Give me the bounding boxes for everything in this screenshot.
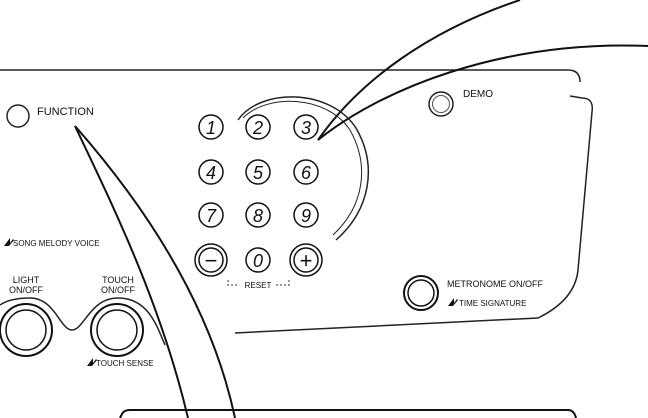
metronome-button[interactable] [403, 275, 439, 311]
reset-bracket [227, 280, 290, 286]
callout-window [119, 409, 577, 418]
callout-right-outer [317, 0, 521, 141]
keypad-arc [237, 96, 369, 241]
minus-key-label: − [205, 248, 218, 273]
plus-key[interactable]: + [289, 243, 323, 277]
key-2-label: 2 [252, 118, 263, 138]
light-touch-outline [0, 297, 166, 346]
key-8-label: 8 [253, 206, 263, 226]
key-6[interactable]: 6 [293, 159, 319, 185]
key-4[interactable]: 4 [198, 159, 224, 185]
function-button[interactable] [6, 104, 30, 128]
key-5-label: 5 [253, 163, 264, 183]
reset-label: RESET [245, 281, 272, 290]
key-6-label: 6 [301, 163, 312, 183]
key-9-label: 9 [301, 206, 311, 226]
metronome-label: METRONOME ON/OFF [447, 279, 543, 289]
time-signature-label: TIME SIGNATURE [459, 299, 526, 308]
key-1-label: 1 [206, 118, 216, 138]
key-2[interactable]: 2 [245, 114, 271, 140]
light-label-line1: LIGHT [13, 275, 40, 285]
touch-label-line1: TOUCH [102, 275, 134, 285]
music-note-shift-icon [4, 238, 14, 246]
key-1[interactable]: 1 [198, 114, 224, 140]
keypad-arc-inner [242, 100, 363, 236]
callout-right-inner [317, 44, 648, 141]
panel-outline-inner [234, 95, 594, 334]
music-note-shift-icon [87, 358, 97, 366]
touch-button[interactable] [90, 303, 144, 357]
demo-label: DEMO [463, 89, 493, 100]
plus-key-label: + [300, 248, 313, 273]
minus-key[interactable]: − [194, 243, 228, 277]
key-5[interactable]: 5 [245, 159, 271, 185]
key-3[interactable]: 3 [293, 114, 319, 140]
function-label: FUNCTION [37, 106, 94, 118]
touch-sense-label: TOUCH SENSE [96, 359, 154, 368]
key-3-label: 3 [301, 118, 311, 138]
song-melody-voice-label: SONG MELODY VOICE [13, 239, 100, 248]
light-button[interactable] [0, 303, 53, 357]
callout-left-inner [74, 125, 236, 418]
key-7[interactable]: 7 [198, 202, 224, 228]
callout-left-outer [74, 125, 189, 418]
key-8[interactable]: 8 [245, 202, 271, 228]
touch-label-line2: ON/OFF [101, 285, 135, 295]
key-4-label: 4 [206, 163, 216, 183]
demo-button[interactable] [428, 91, 454, 117]
music-note-shift-icon [448, 298, 458, 306]
key-0[interactable]: 0 [245, 247, 271, 273]
panel-outline [0, 69, 581, 83]
key-7-label: 7 [206, 206, 217, 226]
light-label-line2: ON/OFF [9, 285, 43, 295]
key-9[interactable]: 9 [293, 202, 319, 228]
key-0-label: 0 [253, 251, 263, 271]
